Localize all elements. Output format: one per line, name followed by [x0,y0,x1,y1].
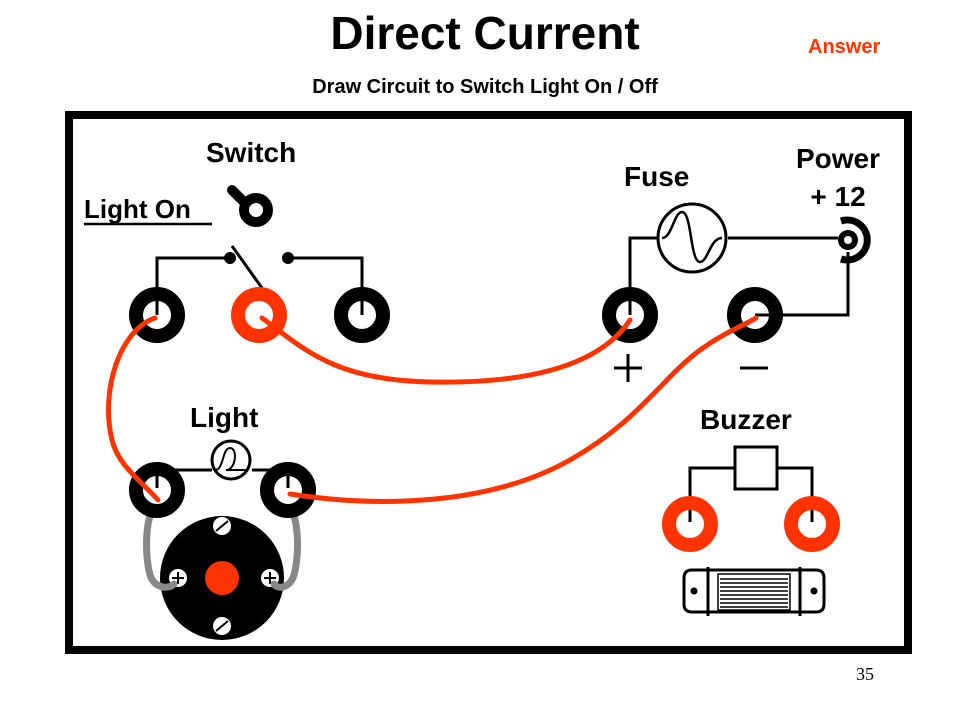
buzzer-label: Buzzer [700,404,792,435]
power-label: Power [796,143,880,174]
buzzer-terminal-right[interactable] [784,496,840,552]
page-number: 35 [856,664,874,684]
fuse-label: Fuse [624,161,689,192]
light-terminal-left[interactable] [129,462,185,518]
buzzer-coil-icon [733,445,779,491]
power-terminal-negative[interactable] [727,287,783,343]
bulb-icon [210,439,252,481]
lamp-socket-icon [160,516,284,640]
answer-link[interactable]: Answer [808,36,881,58]
gray-wire-left [143,506,178,591]
power-voltage-label: + 12 [810,181,865,212]
buzzer-terminal-left[interactable] [662,496,718,552]
light-on-label: Light On [84,194,191,224]
buzzer-schematic [688,445,814,522]
wire-switch-to-light [106,315,161,503]
page-title: Direct Current [330,7,640,59]
gray-wire-right [270,506,301,591]
buzzer-body-icon [682,567,826,616]
fuse-icon [656,202,728,274]
light-label: Light [190,402,258,433]
circuit-board-frame [65,111,912,654]
switch-label: Switch [206,137,296,168]
switch-schematic [155,245,364,315]
page-subtitle: Draw Circuit to Switch Light On / Off [312,76,658,98]
toggle-switch-icon[interactable] [227,185,273,227]
plus-sign [614,354,642,382]
switch-terminal-middle[interactable] [231,287,287,343]
light-terminal-right[interactable] [260,462,316,518]
wire-light-to-negative [287,315,759,504]
power-terminal-positive[interactable] [602,287,658,343]
wire-switch-to-positive [259,315,633,385]
power-terminal-icon [838,216,871,264]
switch-terminal-right[interactable] [334,287,390,343]
switch-terminal-left[interactable] [129,287,185,343]
